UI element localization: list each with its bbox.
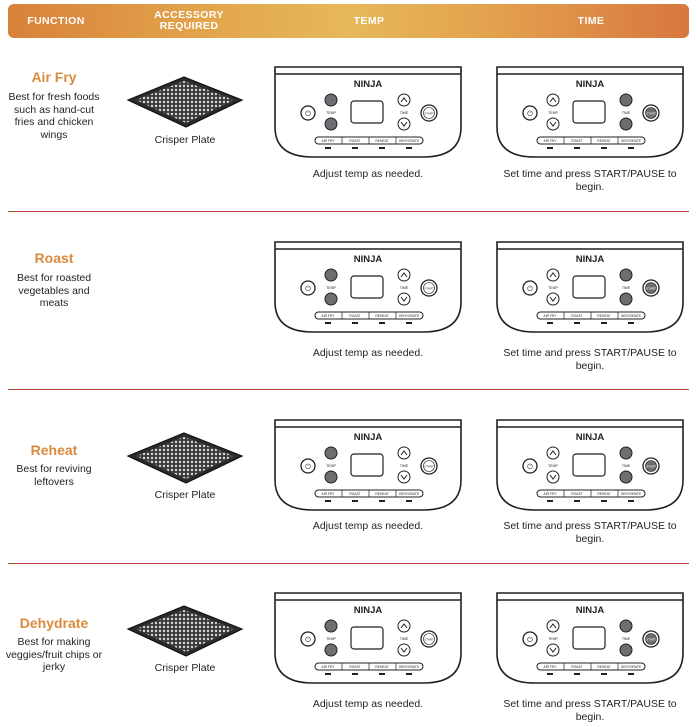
control-panel-temp (273, 591, 463, 685)
control-panel-temp (273, 418, 463, 512)
control-panel-temp (273, 240, 463, 334)
function-name: Reheat (30, 442, 78, 458)
crisper-plate-image (126, 432, 244, 484)
row-divider (8, 211, 689, 212)
temp-caption: Adjust temp as needed. (312, 347, 424, 359)
row-divider (8, 389, 689, 390)
control-panel-time (495, 240, 685, 334)
temp-caption: Adjust temp as needed. (312, 168, 424, 180)
header-accessory: ACCESSORY REQUIRED (154, 9, 224, 32)
function-description: Best for fresh foods such as hand-cut fr… (8, 91, 100, 141)
time-caption: Set time and press START/PAUSE to begin. (503, 347, 677, 372)
header-function: FUNCTION (27, 14, 85, 27)
function-description: Best for reviving leftovers (16, 463, 92, 488)
control-panel-time (495, 418, 685, 512)
header-temp: TEMP (353, 14, 385, 27)
row-divider (8, 563, 689, 564)
function-name: Dehydrate (19, 615, 89, 631)
function-description: Best for making veggies/fruit chips or j… (5, 636, 103, 673)
control-panel-time (495, 65, 685, 159)
time-caption: Set time and press START/PAUSE to begin. (503, 520, 677, 545)
time-caption: Set time and press START/PAUSE to begin. (503, 698, 677, 723)
crisper-plate-image (126, 605, 244, 657)
temp-caption: Adjust temp as needed. (312, 520, 424, 532)
crisper-plate-image (126, 76, 244, 128)
function-description: Best for roasted vegetables and meats (16, 272, 92, 309)
time-caption: Set time and press START/PAUSE to begin. (503, 168, 677, 193)
header-time: TIME (577, 14, 605, 27)
accessory-label: Crisper Plate (154, 662, 216, 674)
table-header: FUNCTION ACCESSORY REQUIRED TEMP TIME (8, 4, 689, 38)
function-name: Air Fry (31, 69, 77, 85)
control-panel-temp (273, 65, 463, 159)
temp-caption: Adjust temp as needed. (312, 698, 424, 710)
accessory-label: Crisper Plate (154, 489, 216, 501)
function-name: Roast (34, 250, 74, 266)
accessory-label: Crisper Plate (154, 134, 216, 146)
control-panel-time (495, 591, 685, 685)
